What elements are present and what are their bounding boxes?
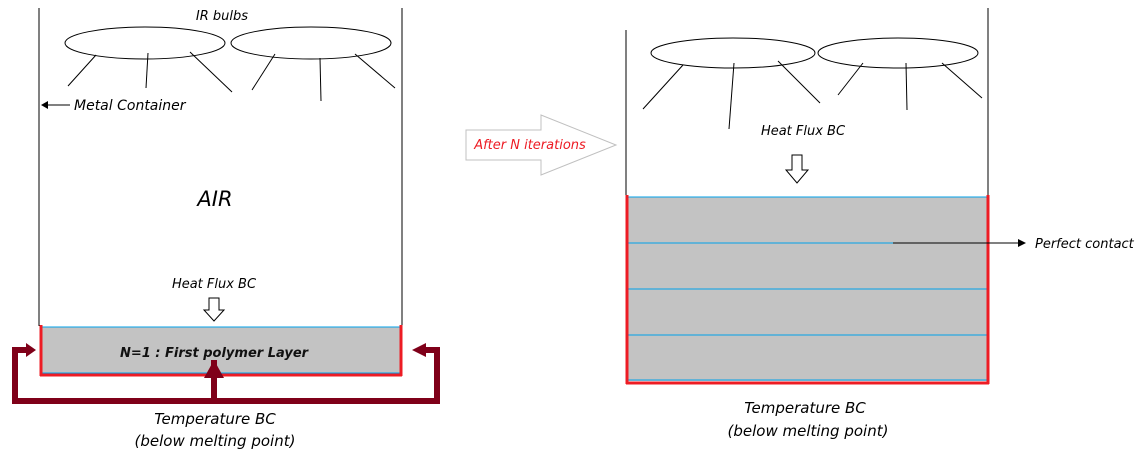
arrow-right-icon (26, 343, 36, 357)
layer-label: N=1 : First polymer Layer (120, 346, 310, 361)
after-n-iterations-label: After N iterations (473, 138, 586, 153)
right-ir-bulbs (642, 37, 983, 130)
temperature-bc-label: Temperature BC (154, 410, 276, 428)
air-label: AIR (195, 187, 232, 211)
temperature-bc-sub: (below melting point) (135, 432, 296, 450)
ir-bulb-icon (230, 26, 392, 60)
ir-bulb-icon (817, 37, 979, 69)
arrow-left-icon (412, 343, 426, 357)
ir-bulb-icon (64, 26, 226, 60)
temperature-bc-arrows (12, 343, 440, 404)
arrow-up-icon (204, 360, 224, 378)
heat-flux-label: Heat Flux BC (761, 124, 846, 139)
ir-bulbs-label: IR bulbs (196, 9, 248, 24)
heat-flux-label: Heat Flux BC (172, 277, 257, 292)
first-polymer-layer: N=1 : First polymer Layer (39, 325, 403, 377)
heat-flux-arrow-icon (784, 154, 810, 184)
temperature-bc-sub: (below melting point) (728, 422, 889, 440)
after-n-iterations-arrow: After N iterations (465, 114, 618, 176)
left-container (38, 8, 403, 326)
perfect-contact-label: Perfect contact (1035, 237, 1135, 252)
right-container (625, 8, 989, 196)
temperature-bc-label: Temperature BC (744, 399, 866, 417)
left-ir-bulbs (64, 26, 396, 102)
polymer-layers-stack (625, 195, 990, 385)
ir-bulb-icon (650, 37, 816, 69)
arrow-right-icon (1018, 239, 1026, 247)
metal-container-label: Metal Container (74, 98, 187, 114)
arrow-left-icon (41, 101, 48, 109)
heat-flux-arrow-icon (202, 297, 226, 322)
